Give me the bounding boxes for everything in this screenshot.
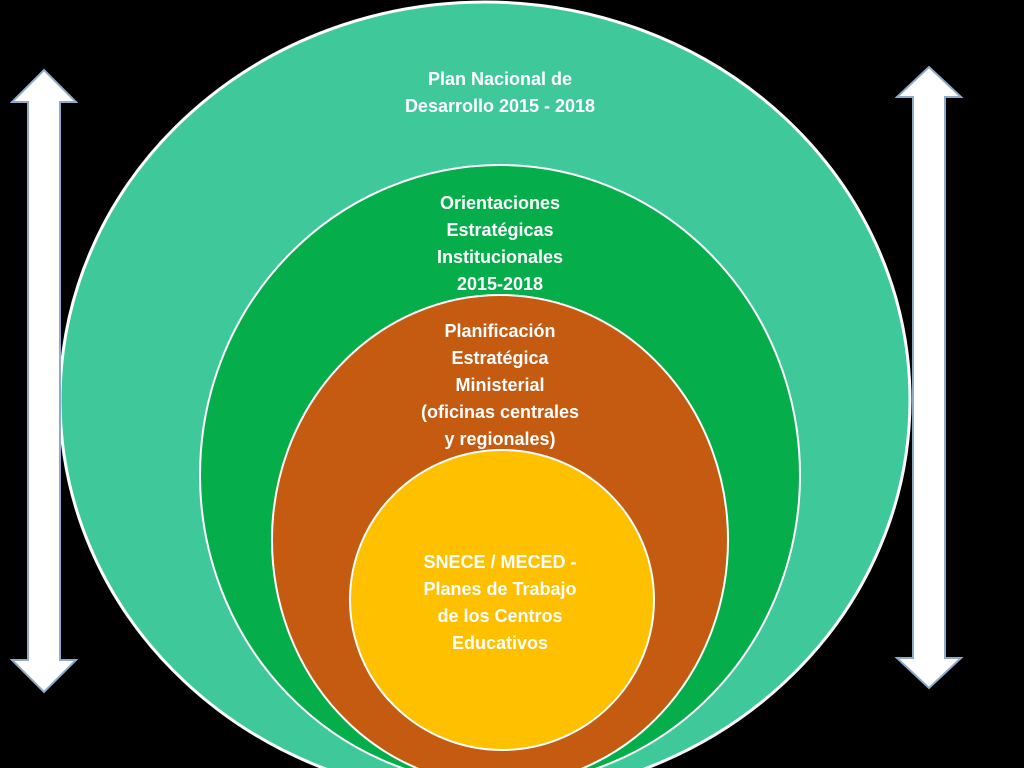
left-arrow-label: Gestión por resultados xyxy=(34,284,53,476)
label-orientaciones: Orientaciones Estratégicas Institucional… xyxy=(436,193,564,294)
double-arrow-right xyxy=(894,65,964,690)
label-plan-nacional: Plan Nacional de Desarrollo 2015 - 2018 xyxy=(404,69,596,116)
ring-snece xyxy=(349,449,655,751)
right-arrow-label: Seguimiento, Evaluación – Mejora Continu… xyxy=(917,197,936,559)
double-arrow-left xyxy=(9,68,79,694)
label-planificacion: Planificación Estratégica Ministerial (o… xyxy=(420,321,580,449)
label-snece: SNECE / MECED - Planes de Trabajo de los… xyxy=(423,552,577,653)
